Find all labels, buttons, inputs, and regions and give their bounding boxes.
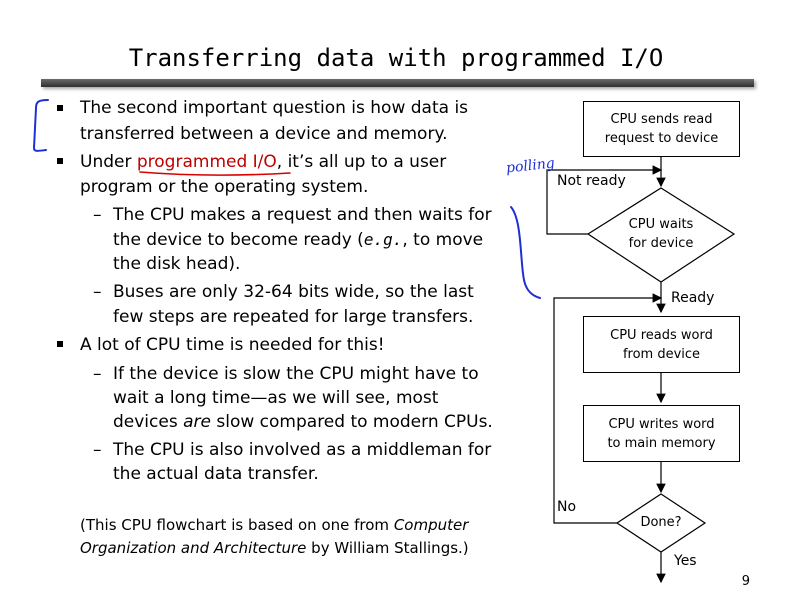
loop-not-ready (546, 165, 663, 235)
sub-dash: – (93, 282, 102, 302)
sub-3-line-3: devices are slow compared to modern CPUs… (113, 412, 493, 432)
sub-1-line-3: the disk head). (113, 254, 241, 274)
flow-box-read-word: CPU reads word from device (583, 316, 740, 373)
diamond-text-wait: CPU waits for device (628, 217, 694, 251)
source-note-line-1: (This CPU flowchart is based on one from… (80, 516, 469, 534)
diamond-text-done: Done? (640, 515, 682, 530)
page-number: 9 (741, 574, 750, 589)
flow-box-write-word: CPU writes word to main memory (583, 405, 740, 462)
sub-dash: – (93, 205, 102, 225)
source-note-line-2: Organization and Architecture by William… (80, 539, 469, 557)
sub-dash: – (93, 440, 102, 460)
bullet-marker (57, 341, 63, 347)
programmed-io-term: programmed I/O (136, 152, 277, 172)
flow-box-send-request: CPU sends read request to device (583, 101, 740, 157)
label-yes: Yes (674, 553, 697, 569)
bullet-1-line-2: transferred between a device and memory. (80, 124, 448, 144)
sub-3-line-1: If the device is slow the CPU might have… (113, 364, 479, 384)
sub-4-line-2: the actual data transfer. (113, 464, 319, 484)
ink-bracket-left (32, 99, 49, 152)
ink-underline (139, 171, 291, 176)
ink-bracket-right (510, 206, 541, 299)
sub-1-line-1: The CPU makes a request and then waits f… (113, 205, 492, 225)
loop-no (553, 293, 663, 524)
label-not-ready: Not ready (557, 173, 626, 189)
slide-title: Transferring data with programmed I/O (128, 44, 664, 72)
bullet-3-line-1: A lot of CPU time is needed for this! (80, 335, 385, 355)
handwritten-annotations (32, 99, 541, 299)
label-no: No (557, 499, 577, 515)
sub-2-line-1: Buses are only 32-64 bits wide, so the l… (113, 282, 474, 302)
sub-3-line-2: wait a long time—as we will see, most (113, 388, 439, 408)
decision-diamond-done (615, 493, 707, 553)
bullet-2-line-1: Under programmed I/O, it’s all up to a u… (80, 152, 447, 172)
sub-4-line-1: The CPU is also involved as a middleman … (113, 440, 492, 460)
sub-2-line-2: few steps are repeated for large transfe… (113, 307, 474, 327)
sub-1-line-2: the device to become ready (e.g., to mov… (113, 230, 484, 250)
label-ready: Ready (671, 290, 715, 306)
bullet-marker (57, 158, 63, 164)
bullet-2-line-2: program or the operating system. (80, 177, 369, 197)
sub-dash: – (93, 364, 102, 384)
bullet-1-line-1: The second important question is how dat… (80, 98, 469, 118)
bullet-marker (57, 105, 63, 111)
title-divider (41, 79, 754, 87)
